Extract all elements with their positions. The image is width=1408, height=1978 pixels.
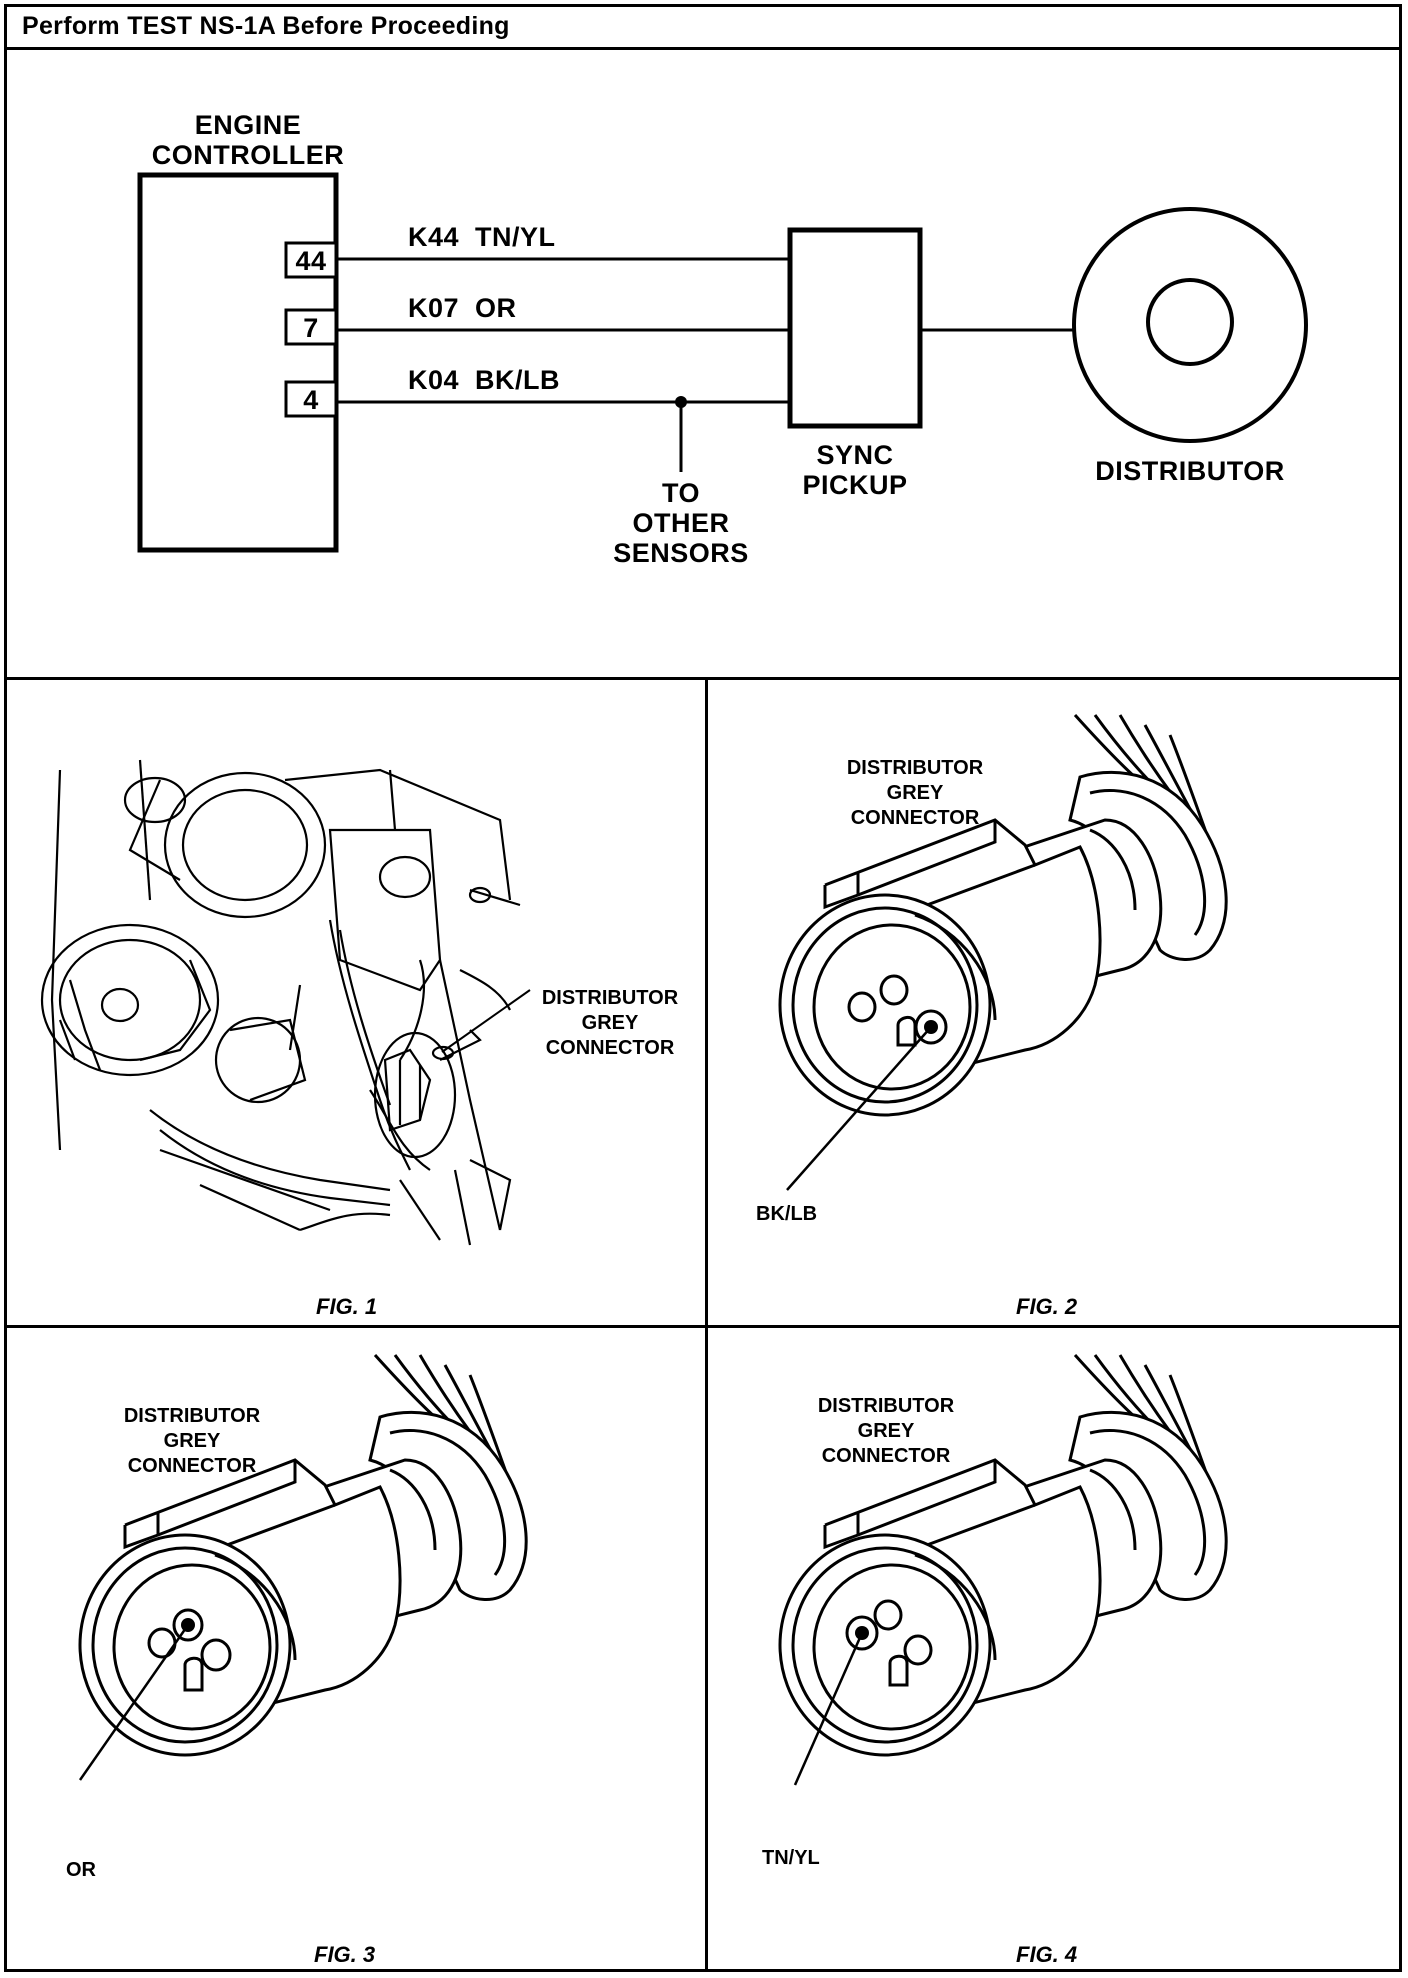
fig4-connector-label: DISTRIBUTOR GREY CONNECTOR xyxy=(817,1395,955,1467)
distributor-inner xyxy=(1146,278,1234,366)
engine-controller-box xyxy=(137,172,339,553)
pin-box-7 xyxy=(284,308,338,346)
wire-k04-label: K04 BK/LB xyxy=(408,365,561,395)
pin-4-label: 4 xyxy=(303,385,319,415)
fig3-wire-label: OR xyxy=(66,1859,96,1881)
fig1-leader-line xyxy=(441,989,531,1053)
divider-figures-vertical xyxy=(705,677,708,1972)
wiring-schematic xyxy=(137,172,1308,553)
fig2-connector xyxy=(778,713,1228,1191)
fig2-wire-label: BK/LB xyxy=(756,1203,818,1225)
fig4-wire-label: TN/YL xyxy=(762,1847,820,1869)
wire-k44-label: K44 TN/YL xyxy=(408,222,556,252)
branch-label: TO OTHER SENSORS xyxy=(613,478,749,569)
fig4-caption: FIG. 4 xyxy=(1016,1942,1078,1967)
sync-pickup-box xyxy=(787,227,923,429)
fig1-caption: FIG. 1 xyxy=(316,1294,378,1319)
pin-44-label: 44 xyxy=(295,246,327,276)
sync-pickup-label: SYNC PICKUP xyxy=(802,440,908,501)
fig1-connector-label: DISTRIBUTOR GREY CONNECTOR xyxy=(541,987,679,1059)
fig3-connector-label: DISTRIBUTOR GREY CONNECTOR xyxy=(123,1405,261,1477)
wire-k07-label: K07 OR xyxy=(408,293,517,323)
fig2-connector-label: DISTRIBUTOR GREY CONNECTOR xyxy=(846,757,984,829)
pin-7-label: 7 xyxy=(303,313,319,343)
controller-label: ENGINE CONTROLLER xyxy=(151,110,345,171)
fig3-caption: FIG. 3 xyxy=(314,1942,376,1967)
fig4-connector xyxy=(778,1353,1228,1786)
pin-box-44 xyxy=(284,241,338,279)
divider-schematic xyxy=(4,677,1402,680)
distributor-outer xyxy=(1072,207,1308,443)
divider-figures-middle xyxy=(4,1325,1402,1328)
fig3-connector xyxy=(78,1353,528,1781)
page-frame xyxy=(4,4,1402,1972)
pin-box-4 xyxy=(284,380,338,418)
page-title: Perform TEST NS-1A Before Proceeding xyxy=(22,12,510,40)
fig2-caption: FIG. 2 xyxy=(1016,1294,1078,1319)
header-bar: Perform TEST NS-1A Before Proceeding xyxy=(4,4,1402,50)
distributor-label: DISTRIBUTOR xyxy=(1095,456,1285,486)
